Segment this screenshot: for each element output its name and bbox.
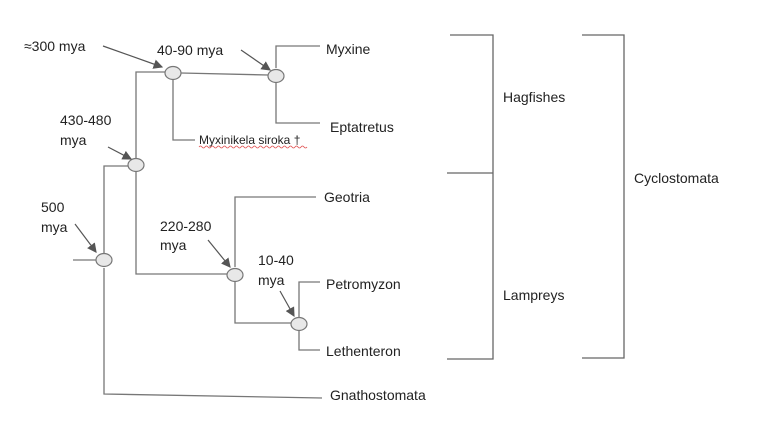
branch-geotria bbox=[234, 196, 316, 267]
group-cyclostomata: Cyclostomata bbox=[634, 170, 719, 186]
taxon-gnathostomata: Gnathostomata bbox=[330, 387, 426, 403]
node-hagfish-stem bbox=[164, 65, 182, 81]
taxon-geotria: Geotria bbox=[324, 189, 370, 205]
time-cyclostome-1: 430-480 bbox=[60, 112, 112, 128]
time-lamprey-crown-1: 220-280 bbox=[160, 218, 212, 234]
bracket-hagfish-lamprey bbox=[447, 34, 494, 360]
arrow-icon bbox=[107, 146, 133, 160]
branch-petromyzon bbox=[298, 281, 320, 317]
tree-nodes bbox=[95, 65, 308, 332]
node-hagfish-crown bbox=[267, 68, 285, 84]
branch-lethenteron bbox=[298, 331, 320, 351]
bracket-cyclostomata bbox=[582, 34, 625, 359]
time-northern-2: mya bbox=[258, 272, 285, 288]
branch-cyclostomata bbox=[103, 165, 128, 260]
arrow-icon bbox=[102, 45, 164, 69]
time-hagfish-crown: 40-90 mya bbox=[157, 42, 223, 58]
time-cyclostome-2: mya bbox=[60, 132, 87, 148]
branch-eptatretus bbox=[275, 83, 320, 124]
group-hagfishes: Hagfishes bbox=[503, 89, 565, 105]
arrow-icon bbox=[74, 223, 97, 253]
branch-northern-lampreys bbox=[234, 282, 291, 324]
taxon-lethenteron: Lethenteron bbox=[326, 343, 401, 359]
time-northern-1: 10-40 bbox=[258, 252, 294, 268]
node-northern-lampreys bbox=[290, 316, 308, 332]
time-root-2: mya bbox=[41, 219, 68, 235]
time-root-1: 500 bbox=[41, 199, 65, 215]
group-brackets: Hagfishes Lampreys Cyclostomata bbox=[447, 34, 719, 360]
group-lampreys: Lampreys bbox=[503, 287, 564, 303]
time-lamprey-crown-2: mya bbox=[160, 237, 187, 253]
spellcheck-underline bbox=[198, 145, 308, 149]
branch-gnathostomata bbox=[103, 268, 323, 399]
time-hagfish-stem: ≈300 mya bbox=[24, 38, 86, 54]
time-arrows bbox=[74, 45, 295, 318]
taxon-myxinikela: Myxinikela siroka † bbox=[199, 133, 300, 147]
node-lamprey-crown bbox=[226, 267, 244, 283]
time-labels: ≈300 mya 40-90 mya 430-480 mya 500 mya 2… bbox=[24, 38, 294, 288]
arrow-icon bbox=[240, 49, 271, 71]
taxon-petromyzon: Petromyzon bbox=[326, 276, 401, 292]
branch-hagfish-crown bbox=[180, 72, 269, 76]
tree-branches bbox=[73, 45, 323, 399]
arrow-icon bbox=[207, 239, 231, 268]
taxon-myxine: Myxine bbox=[326, 41, 371, 57]
branch-myxine bbox=[275, 45, 320, 68]
node-cyclostomata bbox=[127, 157, 145, 173]
branch-lamprey-stem bbox=[135, 172, 228, 275]
arrow-icon bbox=[279, 290, 295, 318]
node-root bbox=[95, 252, 113, 268]
branch-myxinikela bbox=[172, 80, 195, 141]
taxon-eptatretus: Eptatretus bbox=[330, 119, 394, 135]
taxon-labels: Myxine Eptatretus Myxinikela siroka † Ge… bbox=[198, 41, 426, 403]
branch-hagfish-stem bbox=[135, 71, 165, 158]
